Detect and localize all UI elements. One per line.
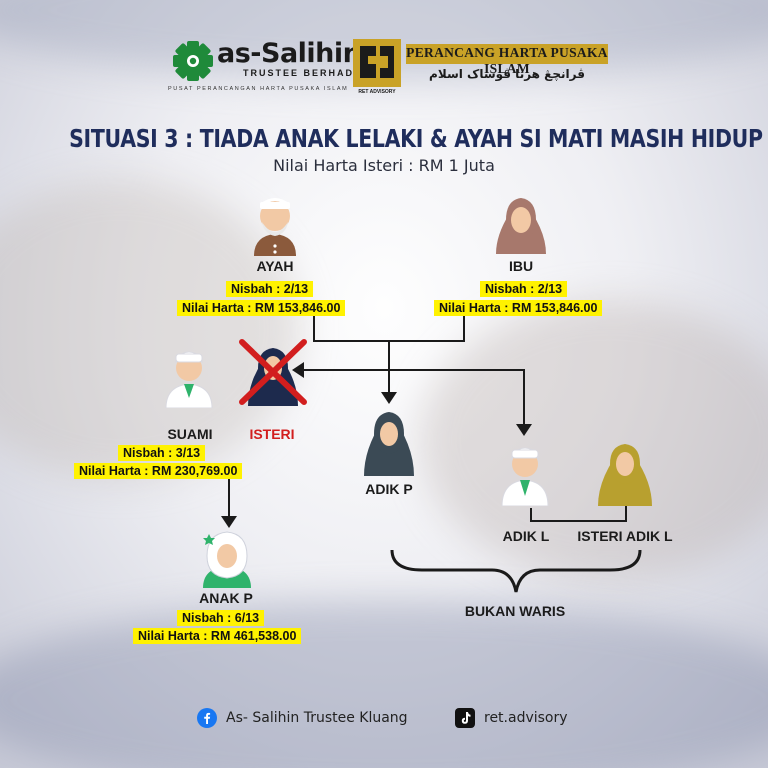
page-title: SITUASI 3 : TIADA ANAK LELAKI & AYAH SI … bbox=[69, 124, 763, 153]
ayah-nilai-harta: Nilai Harta : RM 153,846.00 bbox=[177, 300, 346, 316]
ayah-name: AYAH bbox=[256, 258, 294, 274]
bukan-waris-label: BUKAN WARIS bbox=[464, 603, 566, 619]
anak-p-name: ANAK P bbox=[199, 590, 253, 606]
arrow-head bbox=[292, 362, 304, 378]
adik-l-name: ADIK L bbox=[502, 528, 550, 544]
arrow-head bbox=[221, 516, 237, 528]
ret-title-bar bbox=[406, 44, 608, 64]
facebook-link[interactable]: As- Salihin Trustee Kluang bbox=[226, 710, 408, 726]
page-subtitle: Nilai Harta Isteri : RM 1 Juta bbox=[273, 156, 495, 175]
deceased-cross-icon bbox=[239, 339, 307, 405]
arrow-head bbox=[516, 424, 532, 436]
logo-tagline: PUSAT PERANCANGAN HARTA PUSAKA ISLAM bbox=[168, 86, 349, 92]
anak-p-nilai-harta: Nilai Harta : RM 461,538.00 bbox=[133, 628, 302, 644]
background-blur bbox=[0, 600, 768, 768]
anak-p-figure bbox=[203, 531, 251, 588]
ret-logo-icon bbox=[353, 39, 401, 87]
ibu-name: IBU bbox=[508, 258, 534, 274]
adik-p-figure bbox=[364, 412, 414, 476]
logo-star-icon bbox=[173, 41, 213, 81]
ibu-nisbah: Nisbah : 2/13 bbox=[480, 281, 568, 297]
adik-l-figure bbox=[501, 447, 549, 506]
connector-line bbox=[463, 308, 465, 341]
connector-line bbox=[300, 369, 525, 371]
ibu-nilai-harta: Nilai Harta : RM 153,846.00 bbox=[434, 300, 603, 316]
connector-line bbox=[388, 340, 390, 396]
isteri-name: ISTERI bbox=[249, 426, 295, 442]
suami-nisbah: Nisbah : 3/13 bbox=[118, 445, 206, 461]
background-blur bbox=[420, 300, 768, 580]
anak-p-nisbah: Nisbah : 6/13 bbox=[177, 610, 265, 626]
connector-line bbox=[313, 308, 315, 341]
logo-name: as-Salihin bbox=[217, 38, 362, 69]
suami-nilai-harta: Nilai Harta : RM 230,769.00 bbox=[74, 463, 243, 479]
connector-line bbox=[625, 506, 627, 522]
bukan-waris-brace bbox=[390, 549, 642, 593]
ret-badge: RET ADVISORY bbox=[358, 89, 396, 95]
ret-jawi-title: ڤرانچڠ هرتا ڤوساک اسلام bbox=[429, 67, 585, 81]
isteri-adik-l-name: ISTERI ADIK L bbox=[577, 528, 673, 544]
isteri-adik-l-figure bbox=[598, 444, 652, 506]
logo-subtitle: TRUSTEE BERHAD bbox=[243, 68, 355, 78]
ayah-nisbah: Nisbah : 2/13 bbox=[226, 281, 314, 297]
connector-line bbox=[530, 520, 627, 522]
ayah-figure bbox=[254, 198, 296, 256]
facebook-icon[interactable] bbox=[197, 708, 217, 728]
tiktok-icon[interactable] bbox=[455, 708, 475, 728]
adik-p-name: ADIK P bbox=[365, 481, 413, 497]
connector-line bbox=[228, 476, 230, 518]
arrow-head bbox=[381, 392, 397, 404]
tiktok-link[interactable]: ret.advisory bbox=[484, 710, 568, 726]
connector-line bbox=[530, 508, 532, 522]
suami-name: SUAMI bbox=[167, 426, 213, 442]
connector-line bbox=[523, 369, 525, 426]
suami-figure bbox=[165, 351, 213, 408]
ret-title: PERANCANG HARTA PUSAKA ISLAM bbox=[406, 45, 608, 76]
ibu-figure bbox=[496, 198, 546, 254]
background-blur bbox=[0, 180, 300, 480]
